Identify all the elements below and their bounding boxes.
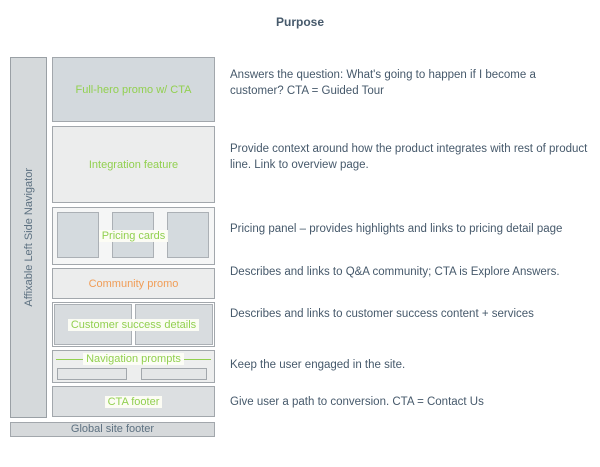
purpose-row-navigation-prompts: Keep the user engaged in the site. — [230, 359, 406, 371]
purpose-heading: Purpose — [275, 15, 324, 29]
block-customer-success: Customer success details — [52, 302, 215, 347]
purpose-row-cta-footer: Give user a path to conversion. CTA = Co… — [230, 396, 484, 408]
connector-line-right — [183, 358, 211, 360]
customer-success-label: Customer success details — [67, 318, 200, 331]
block-navigation-prompts: Navigation prompts — [52, 350, 215, 383]
pricing-cards-label: Pricing cards — [98, 230, 169, 242]
navigation-prompt-box — [141, 368, 207, 380]
block-global-site-footer: Global site footer — [10, 422, 215, 437]
connector-line-left — [56, 358, 84, 360]
purpose-row-community: Describes and links to Q&A community; CT… — [230, 266, 560, 278]
integration-feature-label: Integration feature — [88, 158, 179, 171]
purpose-row-pricing: Pricing panel – provides highlights and … — [230, 223, 563, 235]
cta-footer-label: CTA footer — [104, 395, 163, 408]
left-side-navigator-label: Affixable Left Side Navigator — [22, 168, 35, 307]
block-community-promo: Community promo — [52, 268, 215, 299]
left-side-navigator-bar: Affixable Left Side Navigator — [10, 57, 47, 418]
block-pricing-cards: Pricing cards — [52, 207, 215, 265]
purpose-row-full-hero: Answers the question: What's going to ha… — [230, 69, 536, 97]
navigation-prompts-boxes — [53, 365, 214, 380]
navigation-prompts-label: Navigation prompts — [83, 353, 184, 365]
purpose-row-customer-success: Describes and links to customer success … — [230, 308, 534, 320]
community-promo-label: Community promo — [88, 277, 179, 290]
block-cta-footer: CTA footer — [52, 386, 215, 417]
purpose-row-integration: Provide context around how the product i… — [230, 143, 588, 171]
customer-success-label-overlay: Customer success details — [53, 303, 214, 346]
pricing-cards-label-overlay: Pricing cards — [53, 208, 214, 264]
pricing-cards-row — [57, 212, 209, 258]
navigation-prompt-box — [57, 368, 127, 380]
pricing-card — [57, 212, 99, 258]
block-integration-feature: Integration feature — [52, 126, 215, 203]
block-full-hero-promo: Full-hero promo w/ CTA — [52, 57, 215, 122]
full-hero-promo-label: Full-hero promo w/ CTA — [75, 83, 192, 96]
global-site-footer-label: Global site footer — [70, 423, 155, 435]
navigation-prompts-label-row: Navigation prompts — [53, 351, 214, 365]
